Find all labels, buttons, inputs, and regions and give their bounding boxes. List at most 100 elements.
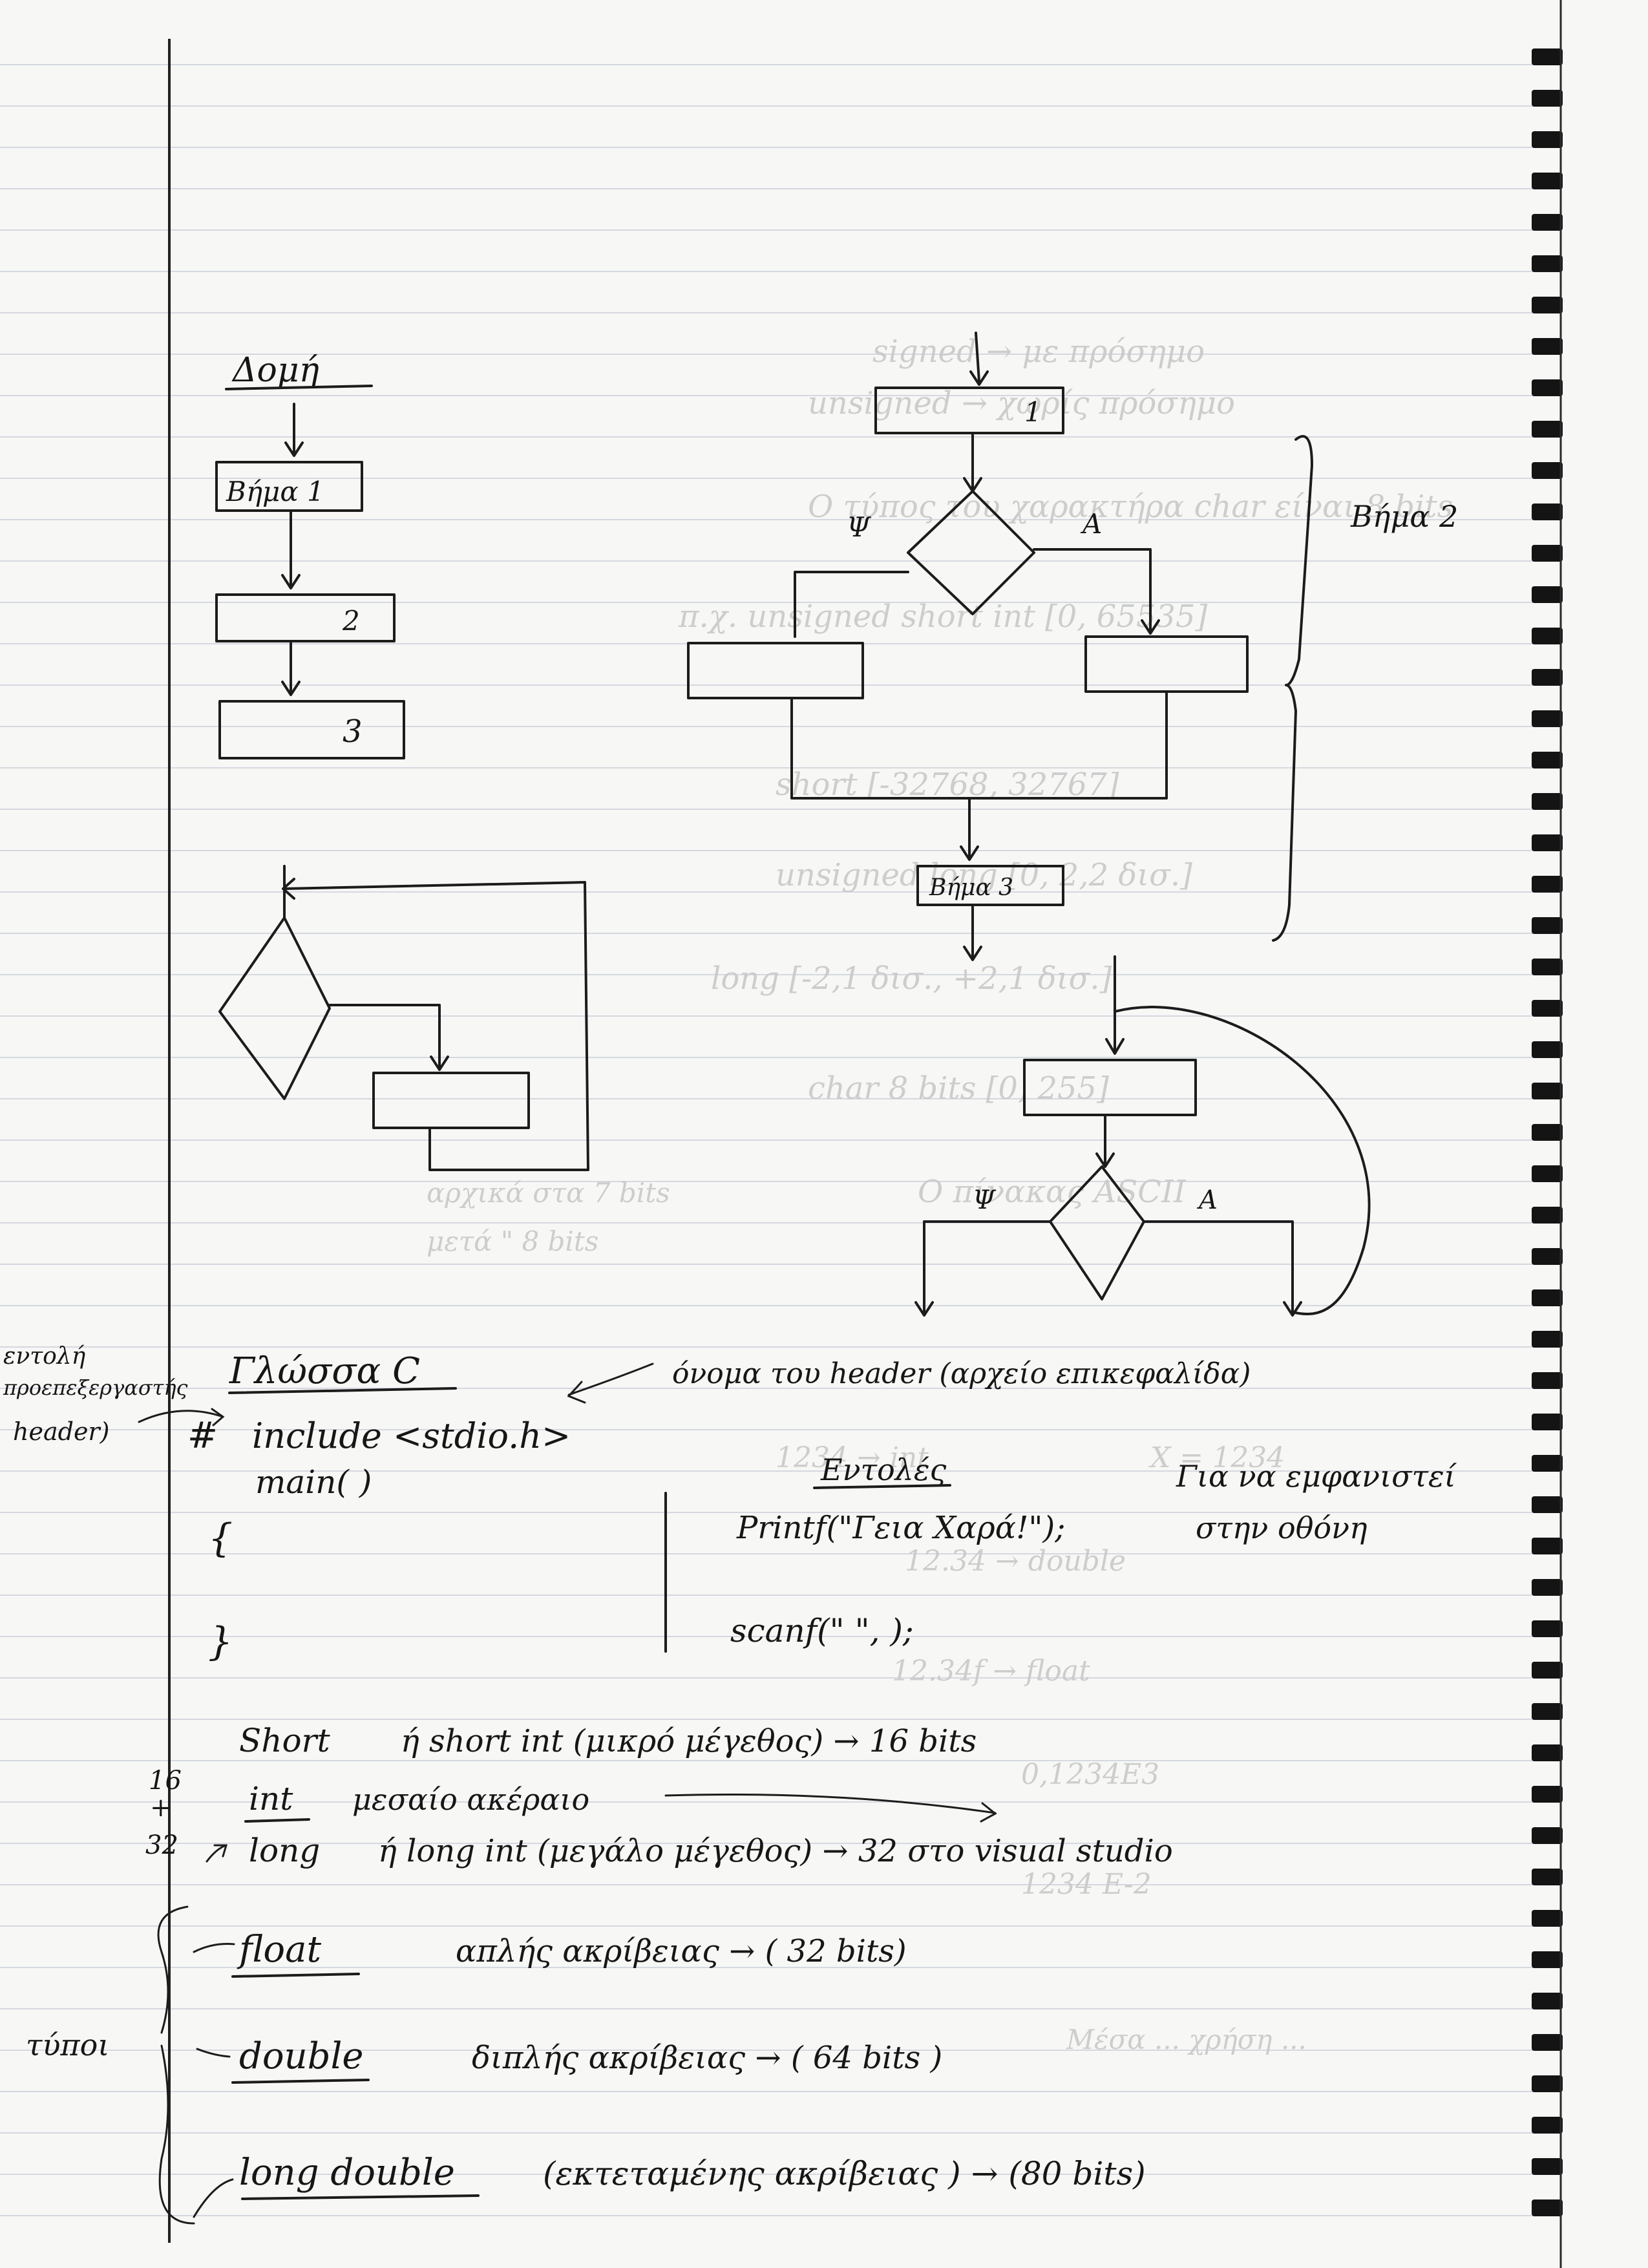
spiral-ring (1532, 214, 1563, 231)
type-desc-long: ή long int (μεγάλο μέγεθος) → 32 στο vis… (378, 1833, 1173, 1869)
svg-text:long [-2,1 δισ., +2,1 δισ.]: long [-2,1 δισ., +2,1 δισ.] (711, 960, 1112, 997)
step-label: 1 (1024, 396, 1042, 428)
spiral-ring (1532, 297, 1563, 313)
branch-false-label: Ψ (973, 1185, 997, 1215)
flow-step-box (215, 461, 363, 512)
hash-symbol: # (187, 1415, 218, 1457)
step-label: Βήμα 1 (226, 476, 324, 507)
type-keyword-long: long (249, 1832, 320, 1869)
spiral-ring (1532, 131, 1563, 148)
spiral-ring (1532, 503, 1563, 520)
step-label: 3 (343, 714, 363, 750)
branch-true-label: Α (1080, 508, 1102, 540)
spiral-ring (1532, 1703, 1563, 1720)
language-title: Γλώσσα C (229, 1350, 420, 1392)
branch-true-label: Α (1196, 1185, 1218, 1215)
spiral-ring (1532, 2075, 1563, 2092)
spiral-ring (1532, 917, 1563, 934)
type-keyword-double: double (239, 2035, 364, 2077)
type-keyword-int: int (249, 1780, 293, 1818)
spiral-ring (1532, 2199, 1563, 2216)
spiral-ring (1532, 959, 1563, 975)
step-label: 2 (342, 605, 360, 637)
commands-title: Εντολές (820, 1452, 947, 1487)
spiral-ring (1532, 1372, 1563, 1389)
spiral-ring (1532, 1910, 1563, 1927)
spiral-ring (1532, 1744, 1563, 1761)
spiral-ring (1532, 752, 1563, 768)
do-while-flowchart: Ψ Α (914, 955, 1371, 1317)
spiral-ring (1532, 1662, 1563, 1679)
title-underline (228, 1387, 457, 1394)
spiral-ring (1532, 1289, 1563, 1306)
spiral-ring (1532, 628, 1563, 644)
spiral-ring (1532, 545, 1563, 562)
bleed-through: signed → με πρόσημο unsigned → χωρίς πρό… (427, 334, 1453, 2055)
curly-brace (1272, 435, 1313, 942)
spiral-binding (1532, 48, 1563, 2216)
types-section: 16 + 32 τύποι Short ή short int (μικρό μ… (26, 1722, 1173, 2225)
branch-false-label: Ψ (847, 511, 872, 543)
type-desc-short: ή short int (μικρό μέγεθος) → 16 bits (401, 1723, 977, 1759)
spiral-ring (1532, 1124, 1563, 1141)
sequence-flowchart: Δομή Βήμα 1 2 3 (215, 351, 405, 759)
spiral-ring (1532, 338, 1563, 355)
spiral-ring (1532, 1248, 1563, 1265)
svg-text:12.34 → double: 12.34 → double (905, 1545, 1126, 1578)
spiral-ring (1532, 1414, 1563, 1430)
flow-step-box (215, 593, 396, 642)
spiral-ring (1532, 586, 1563, 603)
svg-text:unsigned long [0, 2,2 δισ.]: unsigned long [0, 2,2 δισ.] (776, 857, 1192, 893)
brace-label: Βήμα 2 (1350, 499, 1458, 534)
flow-step-box (916, 865, 1064, 906)
svg-text:π.χ. unsigned short int [0, 65: π.χ. unsigned short int [0, 65535] (678, 599, 1207, 635)
flow-step-box (218, 700, 405, 759)
commands-section: Εντολές Printf("Γεια Χαρά!"); scanf(" ",… (664, 1452, 1457, 1653)
spiral-ring (1532, 1620, 1563, 1637)
sum-top: 16 (149, 1766, 182, 1796)
svg-text:1234 E-2: 1234 E-2 (1021, 1868, 1152, 1901)
structure-title: Δομή (231, 351, 319, 390)
spiral-ring (1532, 1455, 1563, 1472)
spiral-ring (1532, 255, 1563, 272)
svg-text:Μέσα ... χρήση ...: Μέσα ... χρήση ... (1066, 2024, 1307, 2055)
title-underline (225, 385, 373, 390)
sum-bottom: 32 (145, 1830, 178, 1860)
spiral-ring (1532, 1869, 1563, 1885)
type-desc-float: απλής ακρίβειας → ( 32 bits) (456, 1933, 907, 1969)
ruled-lines (0, 64, 1558, 2216)
note-line1: Για να εμφανιστεί (1176, 1459, 1457, 1494)
spiral-ring (1532, 669, 1563, 686)
svg-text:unsigned → χωρίς πρόσημο: unsigned → χωρίς πρόσημο (808, 385, 1235, 421)
spiral-ring (1532, 1331, 1563, 1348)
type-keyword-long-double: long double (239, 2152, 455, 2194)
spiral-ring (1532, 2158, 1563, 2175)
spiral-ring (1532, 421, 1563, 438)
svg-text:1234 → int: 1234 → int (776, 1441, 929, 1474)
svg-text:12.34f → float: 12.34f → float (892, 1655, 1090, 1688)
svg-text:char 8 bits [0, 255]: char 8 bits [0, 255] (808, 1070, 1109, 1107)
spiral-ring (1532, 1538, 1563, 1554)
decision-diamond (907, 490, 1035, 615)
note-line2: στην οθόνη (1196, 1510, 1368, 1545)
spiral-ring (1532, 710, 1563, 727)
spiral-ring (1532, 48, 1563, 65)
flow-step-box (874, 387, 1064, 434)
spiral-ring (1532, 462, 1563, 479)
spiral-ring (1532, 1993, 1563, 2009)
spiral-ring (1532, 1786, 1563, 1803)
type-desc-int: μεσαίο ακέραιο (352, 1782, 589, 1817)
title-underline (813, 1484, 951, 1489)
c-language-section: εντολή προεπεξεργαστής header) Γλώσσα C … (3, 1343, 1251, 1664)
brace-open: { (208, 1516, 233, 1561)
spiral-ring (1532, 1041, 1563, 1058)
spiral-ring (1532, 834, 1563, 851)
spiral-ring (1532, 173, 1563, 189)
svg-text:short [-32768, 32767]: short [-32768, 32767] (776, 767, 1119, 803)
main-line: main( ) (255, 1463, 372, 1501)
directive-annotation-line1: εντολή (3, 1343, 86, 1370)
spiral-ring (1532, 1951, 1563, 1968)
spiral-ring (1532, 2117, 1563, 2134)
svg-text:0,1234E3: 0,1234E3 (1021, 1758, 1159, 1791)
